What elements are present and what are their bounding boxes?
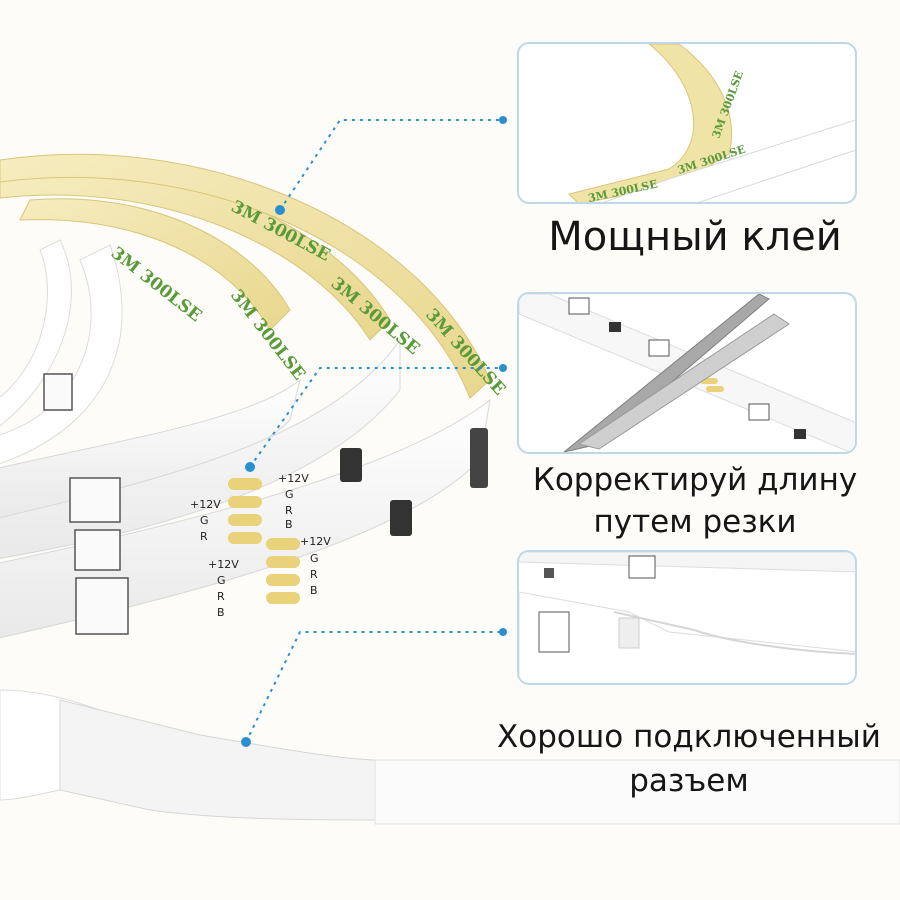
connector-caption-line-1: Хорошо подключенный <box>497 719 881 755</box>
cutting-detail-box <box>517 292 857 454</box>
svg-text:G: G <box>217 574 226 587</box>
connector-caption-line-2: разъем <box>629 763 749 799</box>
svg-text:B: B <box>310 584 318 597</box>
svg-text:+12V: +12V <box>208 558 239 571</box>
leader-lines <box>245 119 503 743</box>
adhesive-detail-image: 3M 300LSE 3M 300LSE 3M 300LSE <box>568 44 855 202</box>
strip-coils <box>0 153 491 639</box>
cutting-caption-line-2: путем резки <box>593 504 797 540</box>
connector-caption: Хорошо подключенный разъем <box>478 715 900 803</box>
svg-text:G: G <box>200 514 209 527</box>
svg-text:R: R <box>217 590 225 603</box>
svg-text:+12V: +12V <box>300 535 331 548</box>
adhesive-caption: Мощный клей <box>548 214 842 260</box>
svg-text:B: B <box>285 518 293 531</box>
svg-text:+12V: +12V <box>278 472 309 485</box>
svg-text:R: R <box>310 568 318 581</box>
strip-components <box>43 373 488 635</box>
svg-text:+12V: +12V <box>190 498 221 511</box>
connector-detail-image <box>519 552 855 683</box>
cutting-caption: Корректируй длину путем резки <box>510 459 880 543</box>
adhesive-detail-box: 3M 300LSE 3M 300LSE 3M 300LSE <box>517 42 857 204</box>
leader-dots <box>241 116 507 747</box>
pad-labels: +12V G R +12V G R B +12V G R B +12V G R … <box>190 472 331 619</box>
svg-text:B: B <box>217 606 225 619</box>
svg-text:R: R <box>200 530 208 543</box>
svg-text:G: G <box>310 552 319 565</box>
connector-cable <box>0 689 900 825</box>
svg-text:G: G <box>285 488 294 501</box>
cutting-caption-line-1: Корректируй длину <box>532 462 858 498</box>
connector-detail-box <box>517 550 857 685</box>
cutting-detail-image <box>519 294 855 452</box>
svg-text:R: R <box>285 504 293 517</box>
